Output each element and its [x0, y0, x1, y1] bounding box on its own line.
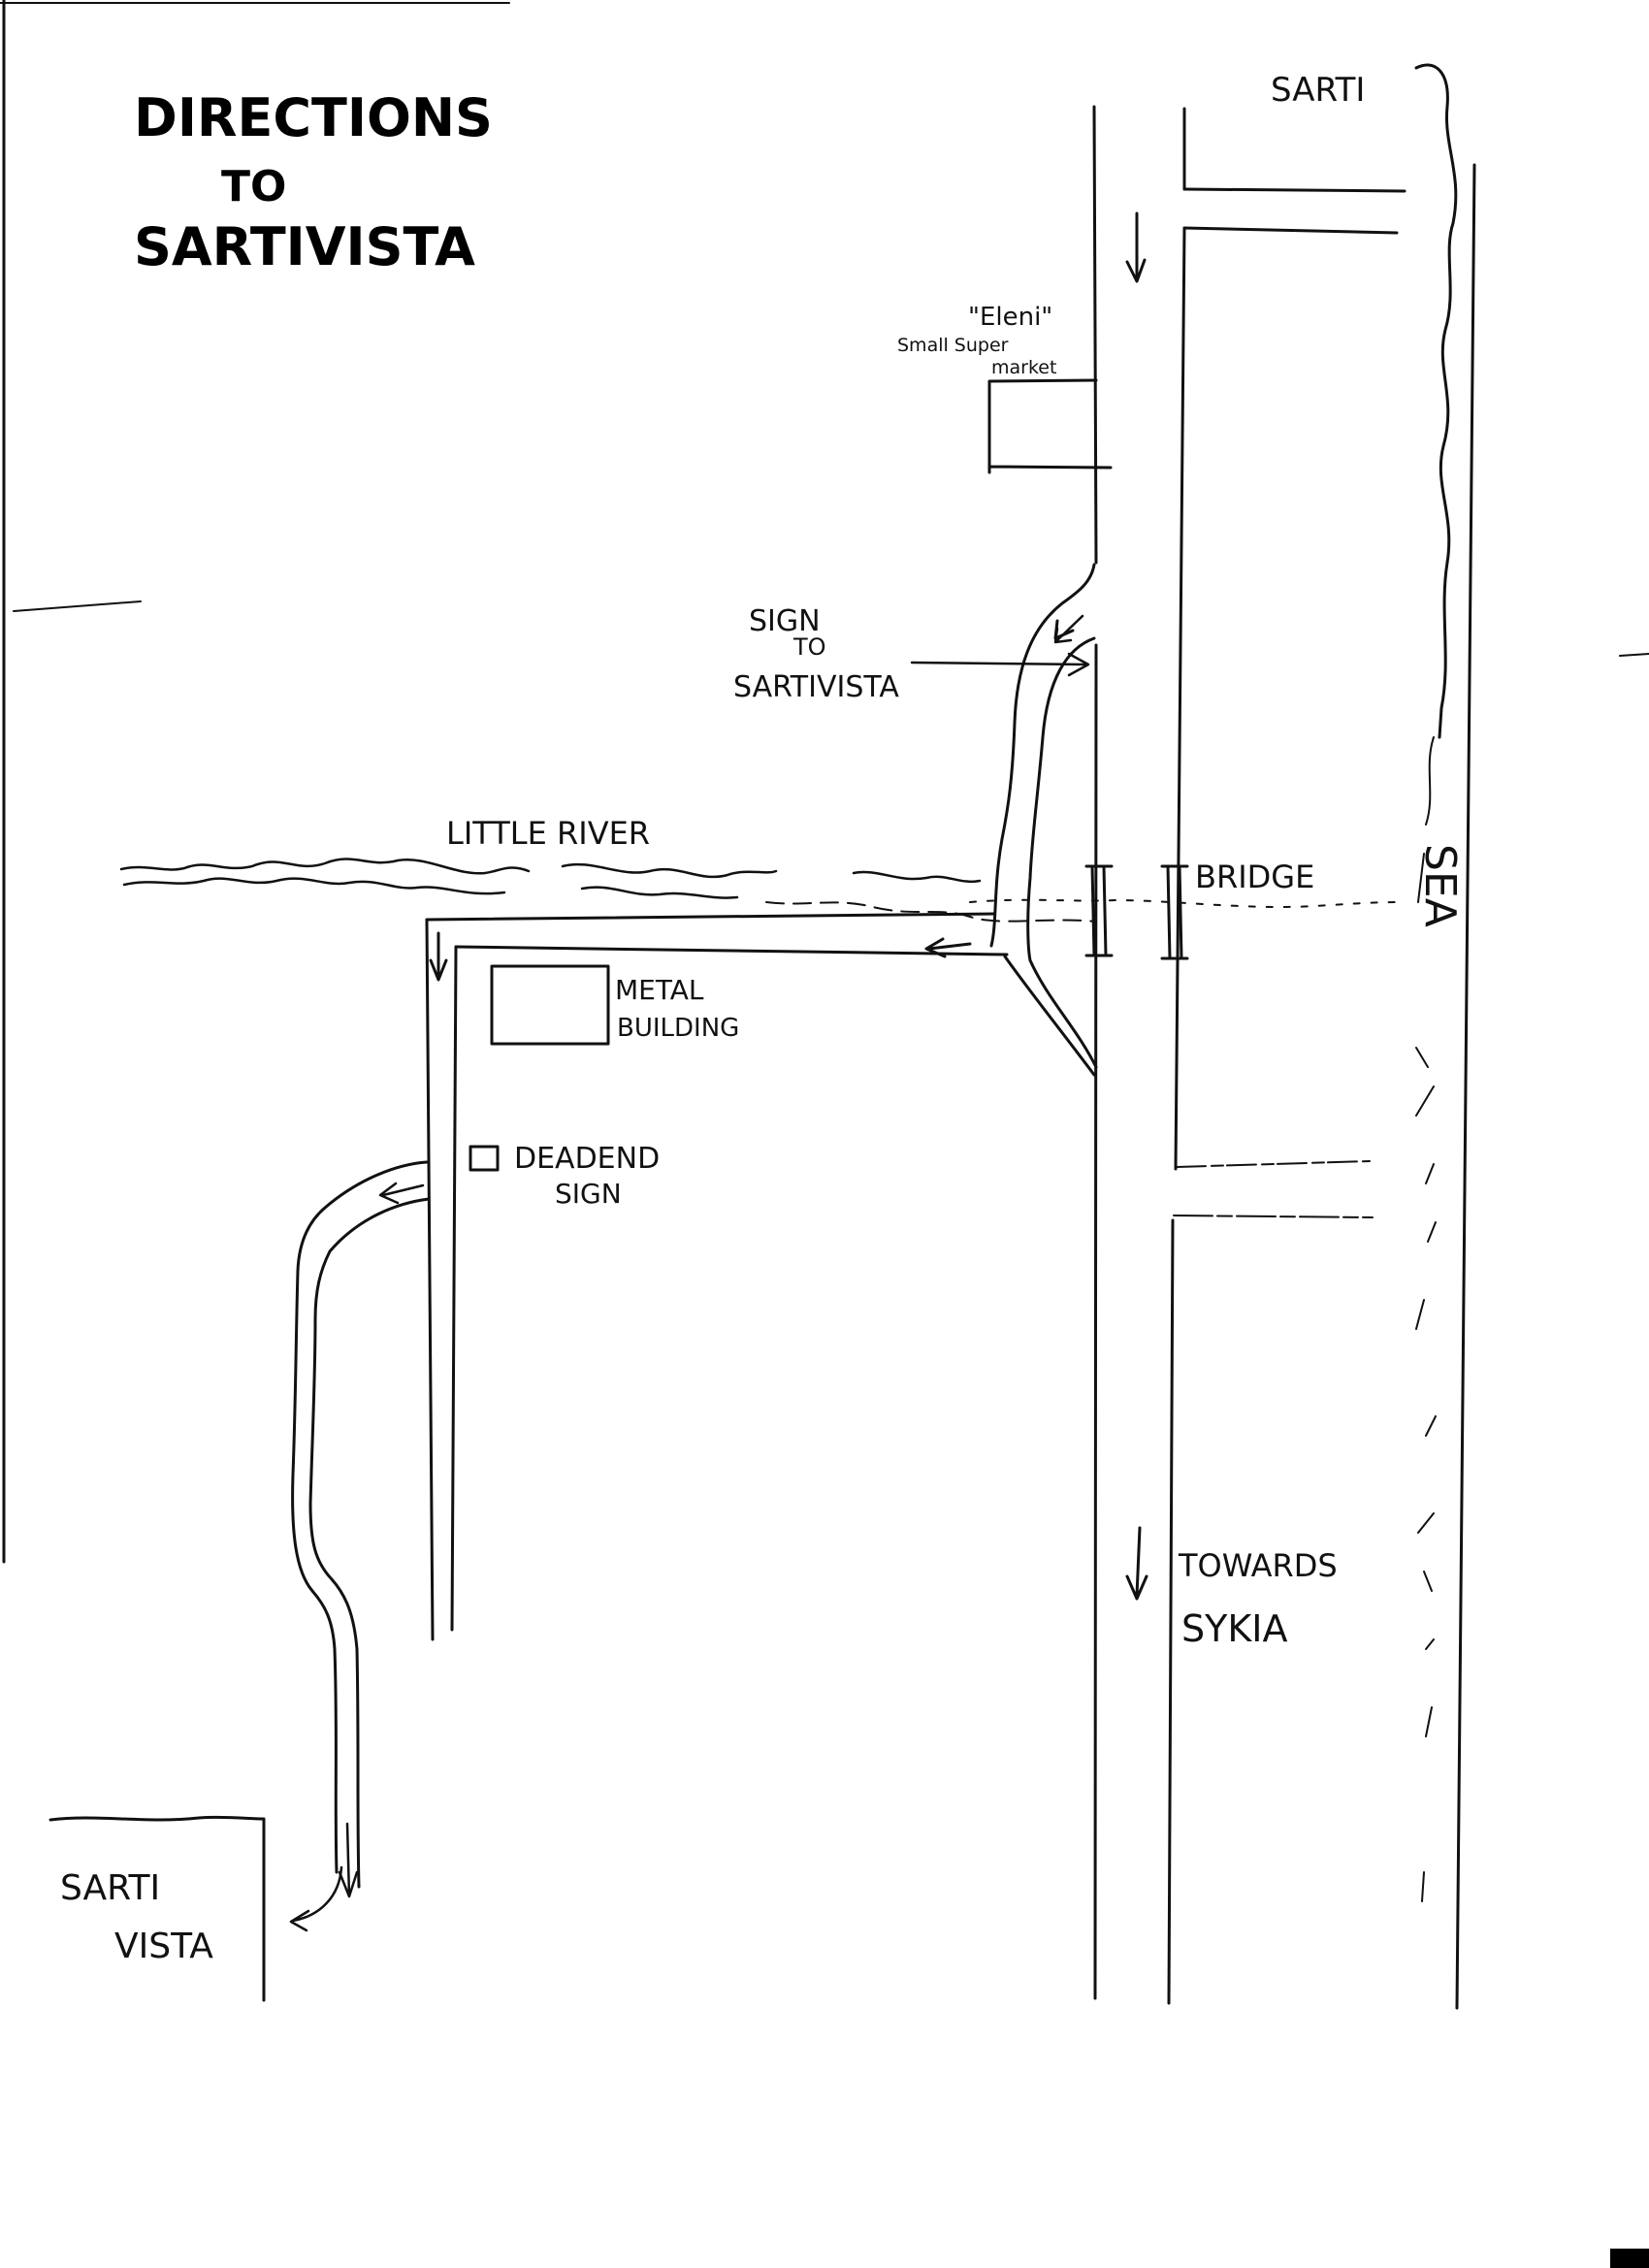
- arrow-down-south-icon: [1125, 211, 1147, 283]
- sartivista-property: [48, 1815, 266, 2002]
- road-to-sartivista: [289, 1160, 431, 1932]
- arrow-down-sykia-icon: [1125, 1526, 1148, 1601]
- arrow-west-icon: [924, 937, 972, 958]
- arrow-down-west-road-icon: [429, 931, 448, 982]
- little-river: [119, 858, 1398, 923]
- side-road-south: [1173, 1160, 1374, 1218]
- deadend-sign-icon: [469, 1145, 500, 1172]
- label-sarti-town: SARTI: [1271, 71, 1365, 110]
- coastline: [1414, 63, 1458, 739]
- river-road: [425, 912, 1009, 1641]
- label-supermarket-line-1: Small Super: [897, 335, 1009, 356]
- label-deadend-line-1: DEADEND: [514, 1142, 660, 1176]
- metal-building: [490, 964, 610, 1046]
- label-metal-line-2: BUILDING: [617, 1014, 739, 1043]
- side-road-north: [1182, 187, 1406, 235]
- label-sign-line-3: SARTIVISTA: [733, 670, 899, 704]
- sign-pointer-arrow-icon: [910, 652, 1090, 677]
- arrow-turnoff-icon: [1053, 614, 1084, 644]
- scan-mark-right: [1619, 653, 1649, 657]
- bridge-marks: [1084, 864, 1189, 960]
- sea-edge: [1455, 163, 1476, 2010]
- label-little-river: LITTLE RIVER: [446, 815, 650, 852]
- title-line-2: TO: [221, 162, 286, 211]
- label-sign-line-1: SIGN: [749, 604, 821, 638]
- title-line-3: SARTIVISTA: [134, 216, 475, 277]
- label-towards-line-2: SYKIA: [1181, 1607, 1287, 1650]
- label-supermarket-name: "Eleni": [968, 303, 1052, 332]
- label-bridge: BRIDGE: [1195, 859, 1314, 895]
- label-supermarket-line-2: market: [991, 357, 1056, 378]
- label-sea: SEA: [1415, 844, 1465, 927]
- scan-mark-corner: [1610, 2249, 1649, 2268]
- coastline-broken: [1415, 736, 1437, 1902]
- label-sign-line-2: TO: [792, 633, 826, 661]
- scan-mark-left: [13, 600, 142, 612]
- label-destination-line-2: VISTA: [114, 1927, 213, 1966]
- title-line-1: DIRECTIONS: [134, 87, 493, 148]
- label-metal-line-1: METAL: [615, 974, 704, 1006]
- label-deadend-line-2: SIGN: [555, 1178, 622, 1210]
- main-road: [1092, 105, 1186, 2005]
- label-towards-line-1: TOWARDS: [1178, 1547, 1338, 1584]
- eleni-supermarket: [987, 378, 1113, 474]
- label-destination-line-1: SARTI: [60, 1868, 160, 1908]
